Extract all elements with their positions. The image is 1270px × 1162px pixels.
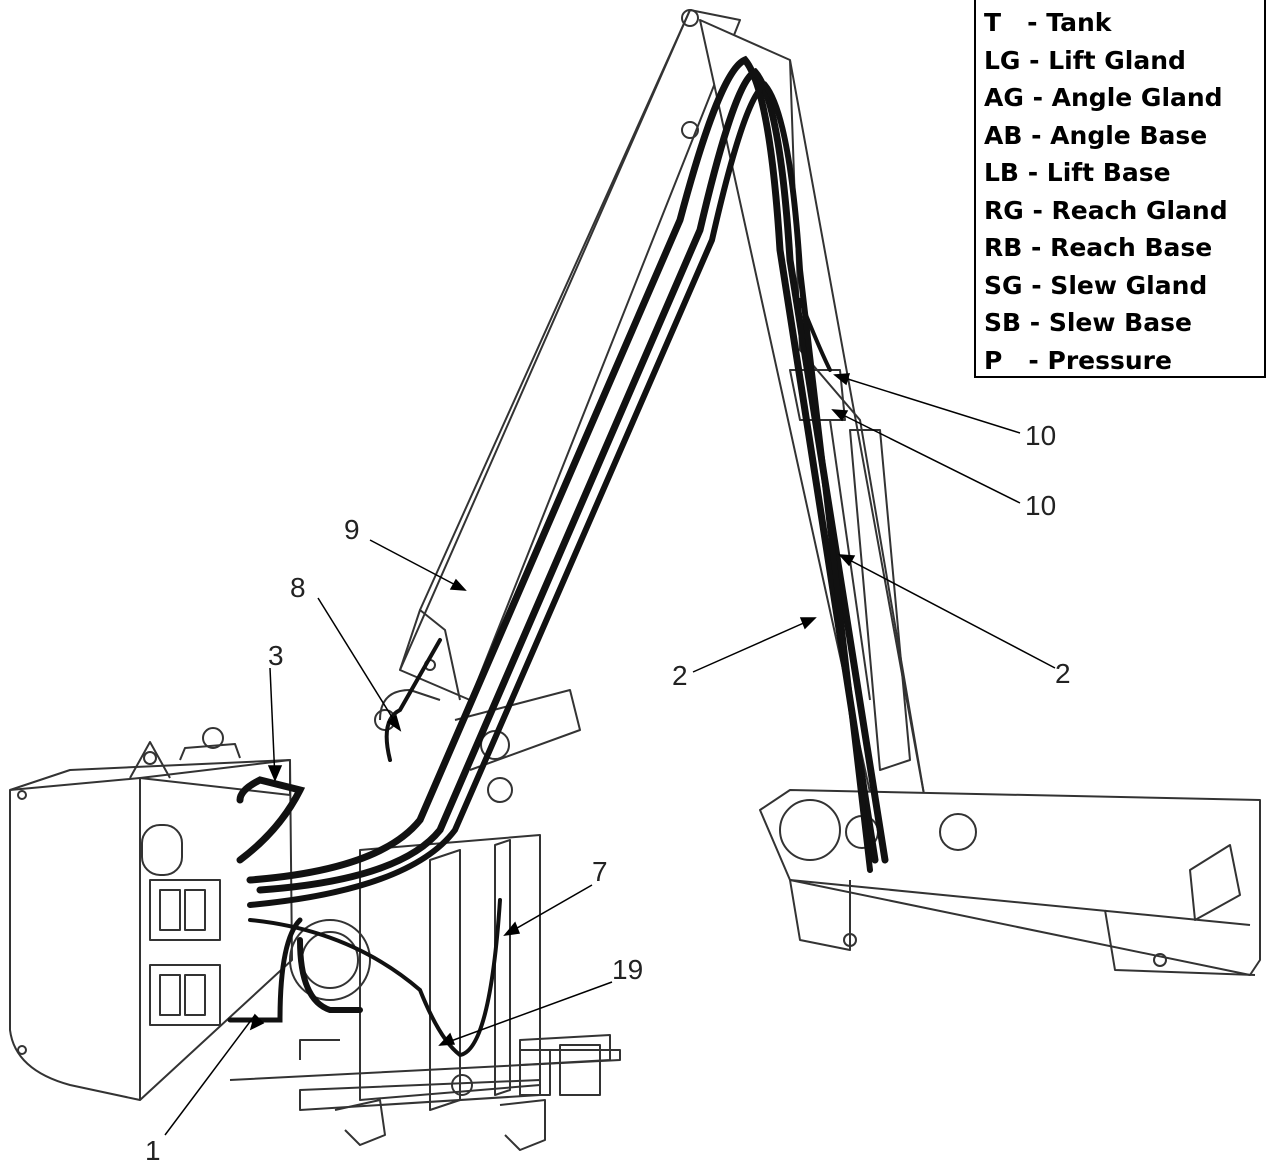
legend-item-reach-gland: RG - Reach Gland — [984, 195, 1228, 225]
tank-body — [9, 727, 293, 1101]
legend-item-reach-base: RB - Reach Base — [984, 233, 1213, 262]
legend-item-lift-gland: LG - Lift Gland — [984, 45, 1186, 75]
hydraulic-hoses — [227, 55, 889, 1058]
callout-9: 9 — [344, 514, 360, 545]
legend-item-slew-base: SB - Slew Base — [984, 308, 1192, 337]
hose-legend: T - Tank LG - Lift Gland AG - Angle Glan… — [974, 0, 1266, 378]
valve-block — [141, 824, 221, 1026]
cutting-head — [759, 789, 1261, 976]
legend-item-tank: T - Tank — [984, 8, 1112, 37]
callout-10-lower: 10 — [1025, 490, 1057, 521]
headstock-frame — [229, 834, 621, 1151]
callout-2-left: 2 — [672, 660, 688, 691]
legend-item-angle-gland: AG - Angle Gland — [984, 83, 1223, 112]
callout-10-upper: 10 — [1025, 420, 1057, 451]
callout-1: 1 — [145, 1135, 161, 1162]
callout-8: 8 — [290, 572, 306, 603]
legend-item-slew-gland: SG - Slew Gland — [984, 270, 1208, 300]
legend-item-pressure: P - Pressure — [984, 345, 1172, 375]
callout-7: 7 — [592, 856, 608, 887]
legend-item-angle-base: AB - Angle Base — [984, 120, 1208, 150]
callout-19: 19 — [612, 954, 644, 985]
callout-2-right: 2 — [1055, 658, 1071, 689]
legend-item-lift-base: LB - Lift Base — [984, 158, 1171, 187]
callout-3: 3 — [268, 640, 284, 671]
leader-lines — [164, 373, 1056, 1136]
